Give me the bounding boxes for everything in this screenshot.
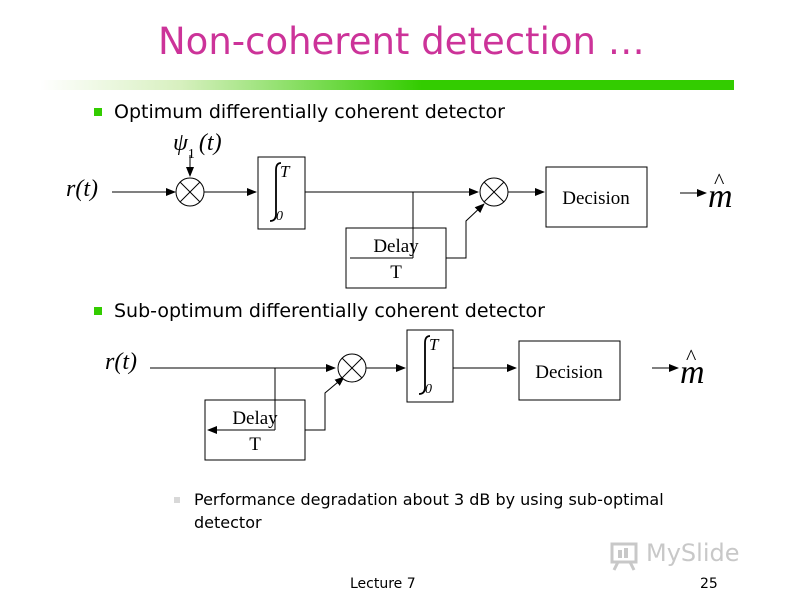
logo-text: MySlide <box>646 539 740 567</box>
delay-t-label-2: T <box>249 434 261 455</box>
performance-note: Performance degradation about 3 dB by us… <box>174 488 664 534</box>
delay-label-1: Delay <box>373 236 419 257</box>
slide-title: Non-coherent detection … <box>158 20 645 63</box>
decision-label-1: Decision <box>562 188 630 209</box>
integral-sign-1 <box>269 162 282 222</box>
decision-block-1 <box>545 166 648 228</box>
delay-to-mult-2 <box>305 376 345 431</box>
myslide-logo: MySlide <box>608 537 768 573</box>
integral-lower-2: 0 <box>425 382 432 397</box>
delay-to-mult2 <box>446 203 485 259</box>
presentation-board-icon <box>610 542 638 571</box>
delay-t-label-1: T <box>390 262 402 283</box>
page-number: 25 <box>700 576 718 592</box>
bullet-suboptimum-text: Sub-optimum differentially coherent dete… <box>114 300 545 322</box>
basis-function-label: ψ1 (t) <box>173 130 222 162</box>
output-hat-1: ^ <box>714 168 725 193</box>
multiplier-3 <box>337 353 367 383</box>
bullet-optimum-text: Optimum differentially coherent detector <box>114 101 505 123</box>
multiplier-2 <box>479 177 509 207</box>
bullet-optimum: Optimum differentially coherent detector <box>94 101 505 123</box>
multiplier-1 <box>175 177 205 207</box>
input-signal-label: r(t) <box>66 176 98 202</box>
delay-label-2: Delay <box>232 408 278 429</box>
integral-upper-2: T <box>429 335 440 354</box>
integrator-2 <box>406 329 454 403</box>
output-symbol-2: m <box>680 354 705 391</box>
integrator-1 <box>257 156 306 230</box>
diagram-optimum: r(t) ψ1 (t) T 0 Delay T <box>66 130 733 289</box>
decision-block-2 <box>518 340 621 401</box>
note-bullet-marker <box>174 497 180 503</box>
basis-subscript: 1 <box>188 147 195 162</box>
basis-symbol: ψ <box>173 130 189 156</box>
integral-lower-1: 0 <box>276 209 283 224</box>
title-rule <box>40 80 734 90</box>
output-symbol-1: m <box>708 178 733 215</box>
footer-lecture: Lecture 7 <box>350 576 416 592</box>
input-signal-label-2: r(t) <box>105 349 137 375</box>
integral-sign-2 <box>418 335 431 395</box>
decision-label-2: Decision <box>535 362 603 383</box>
note-text: Performance degradation about 3 dB by us… <box>194 490 664 532</box>
diagram-suboptimum: r(t) Delay T T 0 Decision m ^ <box>105 329 705 461</box>
integral-upper-1: T <box>280 162 291 181</box>
bullet-suboptimum: Sub-optimum differentially coherent dete… <box>94 300 545 322</box>
bullet-marker <box>94 108 102 116</box>
bullet-marker <box>94 307 102 315</box>
basis-argument: (t) <box>199 130 222 156</box>
output-hat-2: ^ <box>686 344 697 369</box>
